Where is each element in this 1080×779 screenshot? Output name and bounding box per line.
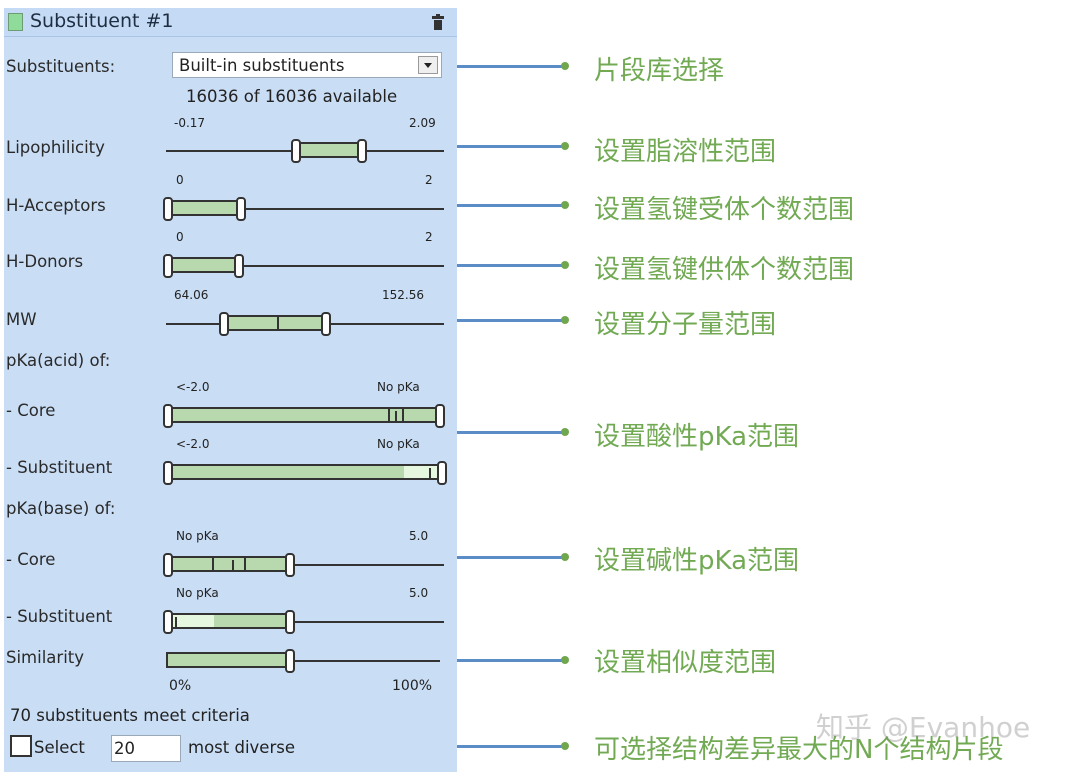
connector-line xyxy=(457,319,565,322)
watermark: 知乎 @Evanhoe xyxy=(816,711,1031,744)
pka-base-core-min: No pKa xyxy=(176,529,219,543)
connector-dot xyxy=(561,142,569,150)
pka-acid-sub-max-handle[interactable] xyxy=(437,461,447,485)
h-acceptors-max: 2 xyxy=(425,173,433,187)
annotation-diverse: 可选择结构差异最大的N个结构片段 xyxy=(594,735,1004,765)
panel-title: Substituent #1 xyxy=(30,10,174,32)
pka-acid-sub-min-handle[interactable] xyxy=(163,461,173,485)
connector-dot xyxy=(561,62,569,70)
connector-dot xyxy=(561,742,569,750)
h-donors-slider[interactable] xyxy=(163,254,444,278)
pka-base-sub-max: 5.0 xyxy=(409,586,429,600)
h-donors-max: 2 xyxy=(425,230,433,244)
similarity-handle[interactable] xyxy=(285,649,295,673)
pka-base-core-min-handle[interactable] xyxy=(163,553,173,577)
pka-acid-core-slider[interactable] xyxy=(163,404,445,428)
h-donors-min: 0 xyxy=(176,230,184,244)
diverse-count-input[interactable] xyxy=(111,735,181,762)
h-donors-label: H-Donors xyxy=(6,252,84,271)
annotation-pka-acid: 设置酸性pKa范围 xyxy=(594,422,800,452)
pka-base-core-max-handle[interactable] xyxy=(285,553,295,577)
connector-dot xyxy=(561,553,569,561)
pka-base-core-max: 5.0 xyxy=(409,529,429,543)
substituents-select-value: Built-in substituents xyxy=(179,56,345,75)
annotation-similarity: 设置相似度范围 xyxy=(594,648,777,678)
pka-acid-core-label: - Core xyxy=(6,401,56,420)
lipophilicity-max: 2.09 xyxy=(409,116,436,130)
pka-acid-core-max: No pKa xyxy=(377,380,420,394)
color-swatch[interactable] xyxy=(8,13,23,31)
pka-acid-header: pKa(acid) of: xyxy=(6,351,111,370)
available-count: 16036 of 16036 available xyxy=(186,87,398,106)
connector-dot xyxy=(561,428,569,436)
pka-acid-core-max-handle[interactable] xyxy=(435,404,445,428)
connector-line xyxy=(457,65,565,68)
pka-acid-core-min-handle[interactable] xyxy=(163,404,173,428)
connector-line xyxy=(457,556,565,559)
pka-base-sub-slider[interactable] xyxy=(163,610,444,634)
connector-line xyxy=(457,264,565,267)
mw-min-handle[interactable] xyxy=(219,312,229,336)
pka-base-sub-min: No pKa xyxy=(176,586,219,600)
h-donors-min-handle[interactable] xyxy=(163,254,173,278)
pka-base-header: pKa(base) of: xyxy=(6,499,116,518)
pka-acid-core-min: <-2.0 xyxy=(176,380,210,394)
annotation-h-donors: 设置氢键供体个数范围 xyxy=(594,255,855,285)
pka-acid-sub-min: <-2.0 xyxy=(176,437,210,451)
annotation-pka-base: 设置碱性pKa范围 xyxy=(594,546,800,576)
pka-acid-sub-label: - Substituent xyxy=(6,458,113,477)
substituent-panel: Substituent #1 Substituents: Built-in su… xyxy=(4,8,457,772)
similarity-max: 100% xyxy=(392,678,433,694)
connector-line xyxy=(457,204,565,207)
mw-max: 152.56 xyxy=(382,288,424,302)
connector-line xyxy=(457,659,565,662)
pka-acid-sub-slider[interactable] xyxy=(163,461,447,485)
lipophilicity-label: Lipophilicity xyxy=(6,138,105,157)
mw-min: 64.06 xyxy=(174,288,209,302)
criteria-count: 70 substituents meet criteria xyxy=(10,706,250,725)
connector-line xyxy=(457,145,565,148)
panel-title-bar: Substituent #1 xyxy=(4,8,457,37)
h-donors-max-handle[interactable] xyxy=(234,254,244,278)
lipophilicity-min-handle[interactable] xyxy=(291,139,301,163)
h-acceptors-label: H-Acceptors xyxy=(6,196,106,215)
most-diverse-label: most diverse xyxy=(188,738,295,757)
similarity-min: 0% xyxy=(169,678,192,694)
pka-base-sub-min-handle[interactable] xyxy=(163,610,173,634)
substituents-label: Substituents: xyxy=(6,57,116,76)
pka-base-sub-label: - Substituent xyxy=(6,607,113,626)
pka-base-sub-max-handle[interactable] xyxy=(285,610,295,634)
h-acceptors-max-handle[interactable] xyxy=(236,197,246,221)
annotation-h-acceptors: 设置氢键受体个数范围 xyxy=(594,195,855,225)
connector-dot xyxy=(561,316,569,324)
lipophilicity-slider[interactable] xyxy=(166,139,444,163)
h-acceptors-slider[interactable] xyxy=(163,197,444,221)
connector-line xyxy=(457,431,565,434)
trash-icon[interactable] xyxy=(432,14,444,30)
select-label: Select xyxy=(34,738,85,757)
chevron-down-icon[interactable] xyxy=(418,56,438,74)
lipophilicity-max-handle[interactable] xyxy=(357,139,367,163)
connector-dot xyxy=(561,201,569,209)
connector-line xyxy=(457,745,565,748)
similarity-slider[interactable] xyxy=(166,649,444,673)
select-diverse-checkbox[interactable] xyxy=(10,735,32,757)
h-acceptors-min: 0 xyxy=(176,173,184,187)
mw-slider[interactable] xyxy=(166,312,444,336)
substituents-select[interactable]: Built-in substituents xyxy=(172,52,442,78)
similarity-label: Similarity xyxy=(6,648,85,667)
annotation-lipophilicity: 设置脂溶性范围 xyxy=(594,137,777,167)
pka-base-core-label: - Core xyxy=(6,550,56,569)
connector-dot xyxy=(561,656,569,664)
connector-dot xyxy=(561,261,569,269)
lipophilicity-min: -0.17 xyxy=(174,116,206,130)
annotation-mw: 设置分子量范围 xyxy=(594,310,777,340)
annotation-library: 片段库选择 xyxy=(594,56,725,86)
mw-label: MW xyxy=(6,310,37,329)
mw-max-handle[interactable] xyxy=(321,312,331,336)
pka-base-core-slider[interactable] xyxy=(163,553,444,577)
pka-acid-sub-max: No pKa xyxy=(377,437,420,451)
h-acceptors-min-handle[interactable] xyxy=(163,197,173,221)
